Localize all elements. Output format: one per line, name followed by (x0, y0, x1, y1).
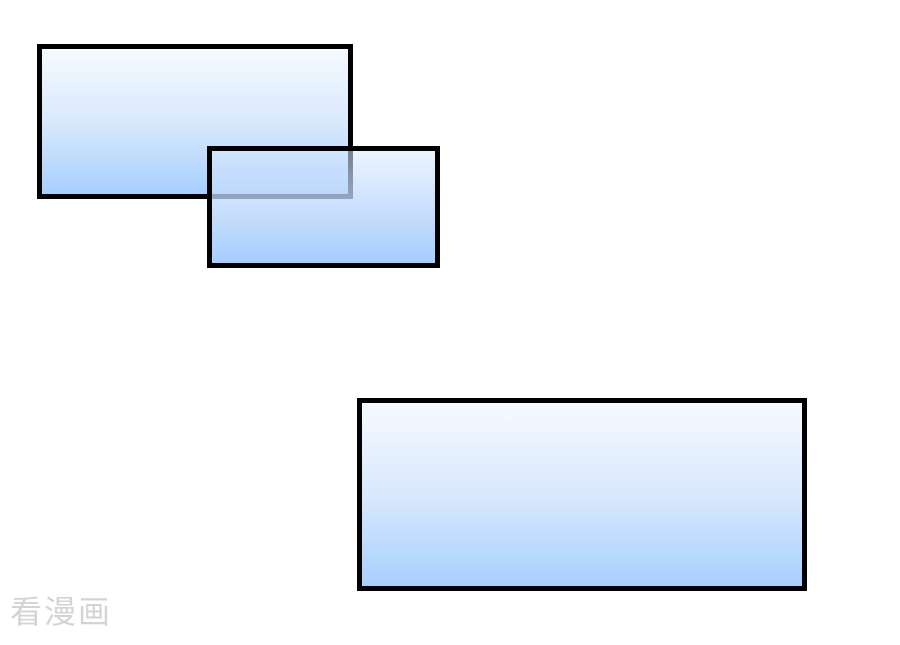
comic-panel-top-left (37, 44, 353, 199)
comic-panel-overlapping (207, 146, 440, 268)
comic-panel-bottom-right (357, 398, 807, 591)
site-watermark: 看漫画 (10, 593, 113, 631)
